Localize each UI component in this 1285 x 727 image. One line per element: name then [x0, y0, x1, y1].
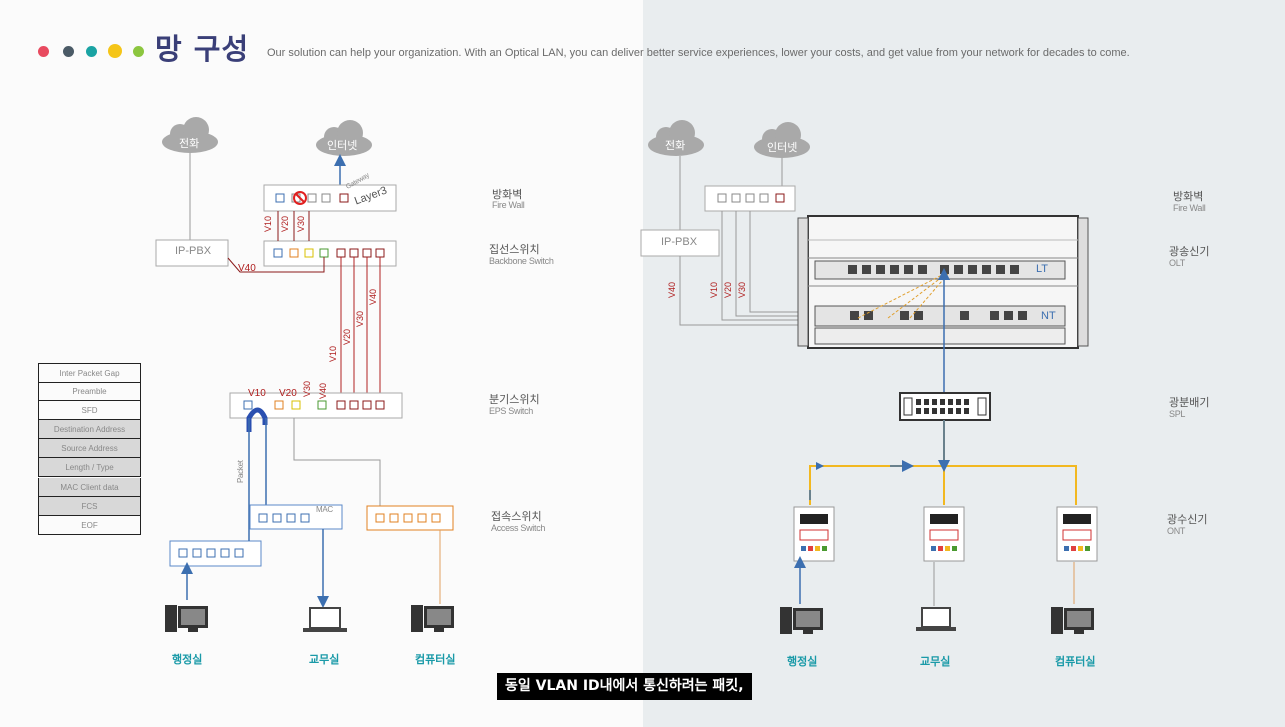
- page-title: 망 구성: [155, 32, 250, 66]
- left-phone-cloud: [162, 117, 218, 153]
- vlan-tag-fw-v10: V10: [263, 215, 273, 232]
- right-vlan-tag-v30: V30: [737, 281, 747, 298]
- left-ipbx-box: [155, 239, 229, 267]
- header-dot-2: [63, 46, 74, 57]
- video-caption: 동일 VLAN ID내에서 통신하려는 패킷,: [497, 673, 752, 700]
- layer-label-firewall-ko: 방화벽: [492, 188, 523, 201]
- right-layer-label-spl-ko: 광분배기: [1169, 396, 1210, 409]
- right-layer-label-ont-ko: 광수신기: [1167, 513, 1208, 526]
- ont-device-3: [1056, 506, 1098, 562]
- frame-field-length-type: Length / Type: [38, 458, 141, 477]
- frame-field-sfd: SFD: [38, 401, 141, 420]
- vlan-tag-eps-v30: V30: [302, 380, 312, 397]
- spl-splitter: [899, 392, 991, 421]
- right-room-teachers: 교무실: [920, 655, 951, 668]
- olt-nt-ports: [850, 311, 1027, 320]
- blocked-icon: [293, 191, 307, 205]
- vlan-tag-v10-vertical: V10: [328, 345, 338, 362]
- right-phone-cloud: [648, 120, 704, 156]
- right-desktop-2: [1051, 607, 1094, 634]
- right-layer-label-spl-en: SPL: [1169, 409, 1186, 419]
- left-backbone-switch: [263, 240, 397, 267]
- right-internet-cloud: [754, 122, 810, 158]
- frame-field-eof: EOF: [38, 516, 141, 535]
- right-layer-label-olt-ko: 광송신기: [1169, 245, 1210, 258]
- right-laptop: [916, 607, 956, 631]
- right-vlan-tag-v20: V20: [723, 281, 733, 298]
- layer-label-access-ko: 접속스위치: [491, 510, 542, 523]
- left-internet-cloud-label: 인터넷: [327, 139, 358, 152]
- layer-label-backbone-ko: 집선스위치: [489, 243, 540, 256]
- right-layer-label-firewall-ko: 방화벽: [1173, 190, 1204, 203]
- frame-field-preamble: Preamble: [38, 382, 141, 401]
- right-desktop-1: [780, 607, 823, 634]
- left-access-switch-1: [249, 504, 343, 530]
- right-internet-cloud-label: 인터넷: [767, 141, 798, 154]
- left-desktop-2: [411, 605, 454, 632]
- left-internet-cloud: [316, 120, 372, 156]
- right-ipbx-box: [640, 229, 720, 257]
- vlan-tag-v20-vertical: V20: [342, 328, 352, 345]
- right-ipbx-label: IP-PBX: [661, 236, 698, 248]
- right-firewall-box: [704, 185, 796, 212]
- right-room-admin: 행정실: [787, 655, 818, 668]
- ont-device-2: [923, 506, 965, 562]
- left-access-switch-2: [366, 505, 454, 531]
- header-dot-3: [86, 46, 97, 57]
- right-room-computer: 컴퓨터실: [1055, 655, 1096, 668]
- header-dot-4: [108, 44, 122, 58]
- mac-label: MAC: [316, 505, 333, 514]
- left-room-admin: 행정실: [172, 653, 203, 666]
- frame-field-destination: Destination Address: [38, 420, 141, 439]
- right-vlan-tag-v40: V40: [667, 281, 677, 298]
- olt-chassis: [797, 215, 1089, 349]
- olt-nt-label: NT: [1041, 310, 1056, 322]
- vlan-tag-eps-v20: V20: [279, 388, 297, 399]
- frame-field-source: Source Address: [38, 439, 141, 458]
- right-phone-cloud-label: 전화: [665, 139, 686, 152]
- layer-label-eps-ko: 분기스위치: [489, 393, 540, 406]
- frame-field-ipg: Inter Packet Gap: [38, 363, 141, 383]
- layer-label-backbone-en: Backbone Switch: [489, 256, 554, 266]
- ont-device-1: [793, 506, 835, 562]
- left-eps-switch: [229, 392, 403, 419]
- packet-label: Packet: [236, 460, 245, 483]
- left-laptop: [303, 607, 347, 632]
- left-desktop-1: [165, 605, 208, 632]
- vlan-tag-ipbx-v40: V40: [238, 263, 256, 274]
- left-room-teachers: 교무실: [309, 653, 340, 666]
- right-layer-label-olt-en: OLT: [1169, 258, 1185, 268]
- right-panel-background: [643, 0, 1285, 727]
- layer-label-eps-en: EPS Switch: [489, 406, 534, 416]
- page-subtitle: Our solution can help your organization.…: [267, 47, 1130, 59]
- right-vlan-tag-v10: V10: [709, 281, 719, 298]
- layer-label-access-en: Access Switch: [491, 523, 546, 533]
- left-phone-cloud-label: 전화: [179, 137, 200, 150]
- vlan-tag-v30-vertical: V30: [355, 310, 365, 327]
- right-layer-label-ont-en: ONT: [1167, 526, 1186, 536]
- frame-field-mac-client: MAC Client data: [38, 478, 141, 497]
- vlan-tag-eps-v40: V40: [318, 382, 328, 399]
- packet-u-turn-arrow: [246, 407, 268, 432]
- layer-label-firewall-en: Fire Wall: [492, 200, 525, 210]
- vlan-tag-eps-v10: V10: [248, 388, 266, 399]
- header-dot-5: [133, 46, 144, 57]
- vlan-tag-fw-v30: V30: [296, 215, 306, 232]
- right-layer-label-firewall-en: Fire Wall: [1173, 203, 1206, 213]
- left-ipbx-label: IP-PBX: [175, 245, 212, 257]
- olt-lt-label: LT: [1036, 263, 1049, 275]
- left-room-computer: 컴퓨터실: [415, 653, 456, 666]
- frame-field-fcs: FCS: [38, 497, 141, 516]
- header-dot-1: [38, 46, 49, 57]
- vlan-tag-fw-v20: V20: [280, 215, 290, 232]
- vlan-tag-v40-vertical: V40: [368, 288, 378, 305]
